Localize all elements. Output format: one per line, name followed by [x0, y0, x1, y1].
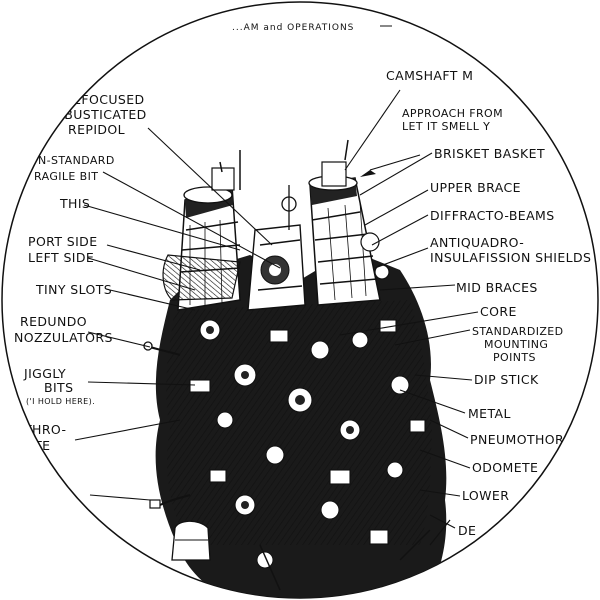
label-camshaft: CAMSHAFT M [386, 68, 473, 83]
label-metal: METAL [468, 406, 511, 421]
label-odometer: ODOMETE [472, 460, 538, 475]
label-standardized-1: STANDARDIZED [472, 325, 564, 338]
label-nonstandard-1: N-STANDARD [38, 154, 115, 167]
label-redundo-1: REDUNDO [20, 314, 87, 329]
label-diffracto-beams: DIFFRACTO-BEAMS [430, 208, 555, 223]
left-cylinder [162, 150, 241, 311]
machine-illustration [143, 139, 451, 598]
label-lower: LOWER [462, 488, 509, 503]
label-standardized-2: MOUNTING [484, 338, 548, 351]
label-jiggly-1: JIGGLY [23, 366, 66, 381]
label-antiquadro-1: ANTIQUADRO- [430, 235, 524, 250]
label-standardized-3: POINTS [493, 351, 536, 364]
label-this: THIS [59, 196, 90, 211]
leader-lines [74, 89, 479, 529]
label-core: CORE [480, 304, 517, 319]
central-assembly [247, 185, 306, 311]
label-approach-2: LET IT SMELL Y [402, 120, 490, 133]
label-upper-brace: UPPER BRACE [430, 180, 521, 195]
label-thro-3: ND [30, 454, 50, 469]
label-tiny-slots: TINY SLOTS [35, 282, 112, 297]
label-pneumothor: PNEUMOTHOR [470, 432, 564, 447]
label-refocused-1: REFOCUSED [64, 92, 145, 107]
label-approach-1: APPROACH FROM [402, 107, 503, 120]
label-refocused-3: REPIDOL [68, 122, 125, 137]
label-brisket-basket: BRISKET BASKET [434, 146, 545, 161]
right-cylinder [308, 139, 390, 306]
label-thro-2: ITE [30, 438, 50, 453]
label-jiggly-2: BITS [44, 380, 73, 395]
label-mid-braces: MID BRACES [456, 280, 538, 295]
label-dip-stick: DIP STICK [474, 372, 539, 387]
label-de: DE [458, 523, 476, 538]
label-antiquadro-2: INSULAFISSION SHIELDS [430, 250, 591, 265]
label-nonstandard-2: RAGILE BIT [34, 170, 98, 183]
label-jiggly-note: ('I HOLD HERE). [26, 397, 95, 406]
label-left-side: LEFT SIDE [28, 250, 94, 265]
label-refocused-2: OBUSTICATED [54, 107, 147, 122]
diagram-title: ...AM and OPERATIONS [232, 23, 354, 33]
label-thro-1: THRO- [23, 422, 66, 437]
label-port-side: PORT SIDE [28, 234, 98, 249]
part-labels: CAMSHAFT M APPROACH FROM LET IT SMELL Y … [14, 68, 591, 538]
label-redundo-2: NOZZULATORS [14, 330, 113, 345]
